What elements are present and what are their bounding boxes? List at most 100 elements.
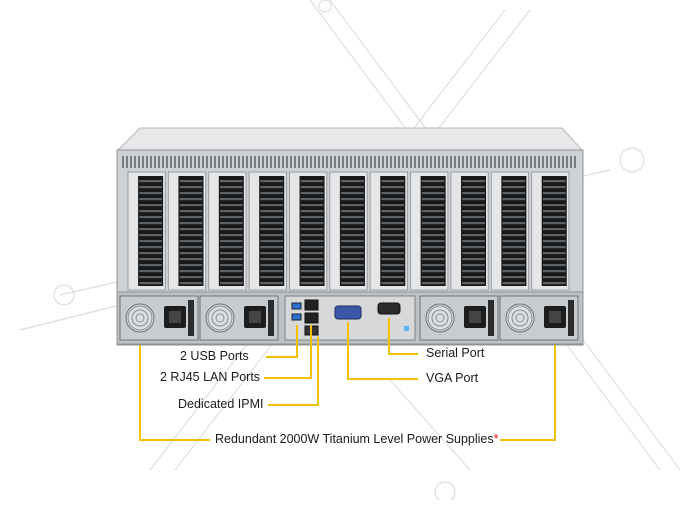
slot-grille-bar [542, 240, 566, 243]
slot-grille-bar [220, 282, 243, 285]
slot-grille-bar [421, 282, 445, 285]
serial-port [377, 302, 401, 315]
vent-hole [274, 156, 276, 168]
vent-hole [314, 156, 316, 168]
slot-opening [541, 176, 567, 286]
slot-grille-bar [341, 198, 364, 201]
slot-grille-bar [381, 246, 405, 249]
vent-hole [138, 156, 140, 168]
slot-grille-bar [260, 234, 283, 237]
slot-grille-bar [421, 222, 445, 225]
vent-hole [514, 156, 516, 168]
slot-grille-bar [300, 198, 324, 201]
psu-fan [425, 303, 455, 333]
vent-hole [342, 156, 344, 168]
callout-dedicated-ipmi: Dedicated IPMI [178, 397, 264, 411]
slot-grille-bar [421, 258, 445, 261]
vent-hole [286, 156, 288, 168]
slot-grille-bar [502, 264, 526, 267]
vent-hole [150, 156, 152, 168]
slot-grille-bar [502, 186, 526, 189]
slot-grille-bar [220, 276, 243, 279]
rj45-lan-port-top [304, 299, 319, 311]
slot-grille-bar [381, 222, 405, 225]
slot-grille-bar [542, 204, 566, 207]
slot-grille-bar [542, 186, 566, 189]
slot-grille-bar [502, 240, 526, 243]
slot-grille-bar [421, 210, 445, 213]
leader-lan [264, 325, 312, 379]
callout-power-supplies: Redundant 2000W Titanium Level Power Sup… [215, 432, 499, 446]
vent-hole [130, 156, 132, 168]
pcie-slot [127, 171, 166, 291]
slot-grille-bar [260, 258, 283, 261]
slot-grille-bar [542, 216, 566, 219]
callout-usb-ports: 2 USB Ports [180, 349, 249, 363]
slot-grille-bar [139, 216, 162, 219]
power-supply-unit [119, 295, 199, 341]
vent-hole [162, 156, 164, 168]
slot-grille-bar [542, 198, 566, 201]
slot-grille-bar [502, 276, 526, 279]
slot-grille-bar [462, 204, 485, 207]
slot-grille-bar [300, 216, 324, 219]
callout-serial-port: Serial Port [426, 346, 485, 360]
vent-hole [406, 156, 408, 168]
slot-grille-bar [179, 222, 203, 225]
vent-strip [122, 156, 576, 168]
vent-hole [546, 156, 548, 168]
power-supplies [119, 295, 579, 341]
slot-grille-bar [179, 240, 203, 243]
slot-grille-bar [542, 276, 566, 279]
slot-grille-bar [139, 210, 162, 213]
vent-hole [526, 156, 528, 168]
vent-hole [522, 156, 524, 168]
slot-grille-bar [300, 180, 324, 183]
vent-hole [206, 156, 208, 168]
slot-grille-bar [300, 192, 324, 195]
slot-grille-bar [139, 198, 162, 201]
slot-grille-bar [179, 252, 203, 255]
psu-fan-ring [135, 313, 145, 323]
slot-grille-bar [381, 204, 405, 207]
slot-grille-bar [179, 246, 203, 249]
vent-hole [366, 156, 368, 168]
vent-hole [226, 156, 228, 168]
slot-grille-bar [421, 198, 445, 201]
vent-hole [510, 156, 512, 168]
slot-grille-bar [300, 270, 324, 273]
slot-grille-bar [462, 192, 485, 195]
vent-hole [242, 156, 244, 168]
vent-hole [246, 156, 248, 168]
slot-grille-bar [462, 180, 485, 183]
slot-grille-bar [502, 216, 526, 219]
slot-grille-bar [421, 216, 445, 219]
psu-fan-ring [431, 309, 449, 327]
slot-grille-bar [421, 252, 445, 255]
leader-serial [388, 318, 418, 355]
slot-grille-bar [139, 246, 162, 249]
slot-grille-bar [341, 282, 364, 285]
vent-hole [290, 156, 292, 168]
slot-opening [299, 176, 325, 286]
power-supply-unit [499, 295, 579, 341]
slot-grille-bar [542, 228, 566, 231]
slot-grille-bar [381, 252, 405, 255]
slot-grille-bar [139, 276, 162, 279]
slot-grille-bar [542, 252, 566, 255]
slot-grille-bar [462, 276, 485, 279]
slot-grille-bar [139, 192, 162, 195]
slot-grille-bar [139, 258, 162, 261]
slot-grille-bar [260, 180, 283, 183]
vent-hole [278, 156, 280, 168]
vent-hole [250, 156, 252, 168]
vent-hole [454, 156, 456, 168]
slot-grille-bar [220, 216, 243, 219]
slot-grille-bar [179, 186, 203, 189]
slot-grille-bar [179, 216, 203, 219]
slot-grille-bar [341, 234, 364, 237]
slot-grille-bar [381, 198, 405, 201]
slot-grille-bar [462, 258, 485, 261]
slot-grille-bar [542, 264, 566, 267]
vent-hole [506, 156, 508, 168]
